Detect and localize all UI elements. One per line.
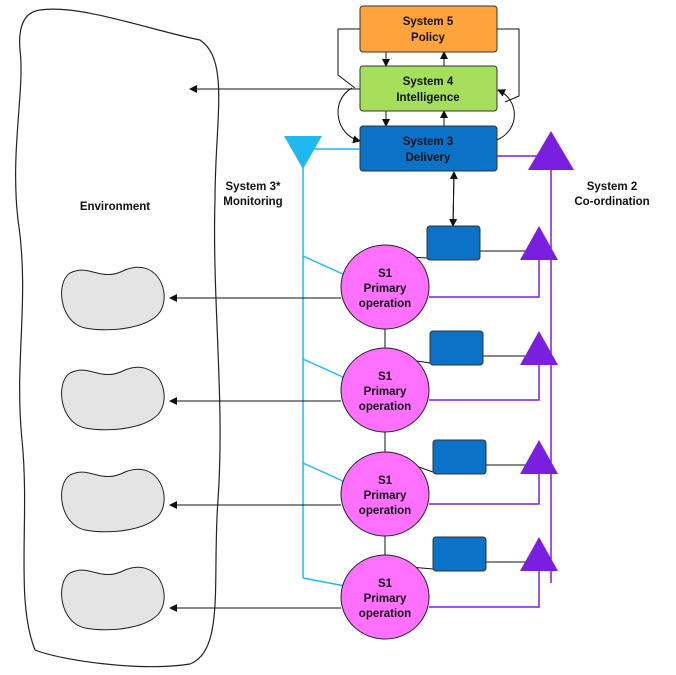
coordination-channel [497,155,552,583]
s1-label: S1 [378,578,393,590]
system5-policy-box[interactable] [359,5,498,53]
system4-title: System 4 [403,76,454,88]
system3-delivery-box[interactable] [359,125,498,172]
s1-primary-operation-circle[interactable] [340,347,430,433]
system3star-subtitle: Monitoring [223,196,282,208]
coordination-feedback [429,559,540,608]
system3-title: System 3 [403,136,454,148]
system4-intelligence-box[interactable] [359,65,498,112]
environment-unit-blob [61,566,165,631]
environment-unit-blob [61,266,165,331]
system2-coordination-triangle[interactable] [528,131,574,170]
environment-boundary [15,8,221,668]
s1-primary-operation-circle[interactable] [340,451,430,537]
s1-primary-operation-circle[interactable] [340,244,430,330]
system3star-title: System 3* [226,181,282,193]
system5-title: System 5 [403,16,454,28]
coordination-triangle[interactable] [520,331,558,365]
operation-regulator-box[interactable] [426,225,481,261]
s1-label: Primary [364,283,407,295]
environment-unit-blob [61,366,165,431]
s1-label: operation [359,401,411,413]
operation-regulator-box[interactable] [429,330,484,366]
management-connectors [189,28,520,227]
coordination-feedback [429,353,540,401]
s1-label: Primary [364,386,407,398]
system4-subtitle: Intelligence [396,92,459,104]
coordination-triangle[interactable] [520,440,558,474]
system2-title: System 2 [587,181,638,193]
s1-label: Primary [364,593,407,605]
system2-subtitle: Co-ordination [574,196,649,208]
s1-label: operation [359,298,411,310]
coordination-feedback [429,462,540,505]
coordination-feedback [429,248,540,298]
s1-label: S1 [378,475,393,487]
s1-label: operation [359,608,411,620]
system5-subtitle: Policy [411,32,445,44]
s1-label: Primary [364,490,407,502]
system3-subtitle: Delivery [406,152,451,164]
operation-regulator-box[interactable] [432,536,487,572]
environment-label: Environment [80,201,150,213]
s1-label: S1 [378,268,393,280]
s1-primary-operation-circle[interactable] [340,554,430,640]
coordination-triangle[interactable] [520,537,558,571]
coordination-triangle[interactable] [520,226,558,260]
s1-label: operation [359,505,411,517]
operation-regulator-box[interactable] [432,439,487,475]
environment-unit-blob [61,468,165,533]
s1-label: S1 [378,371,393,383]
system3star-monitoring-triangle[interactable] [284,136,322,169]
